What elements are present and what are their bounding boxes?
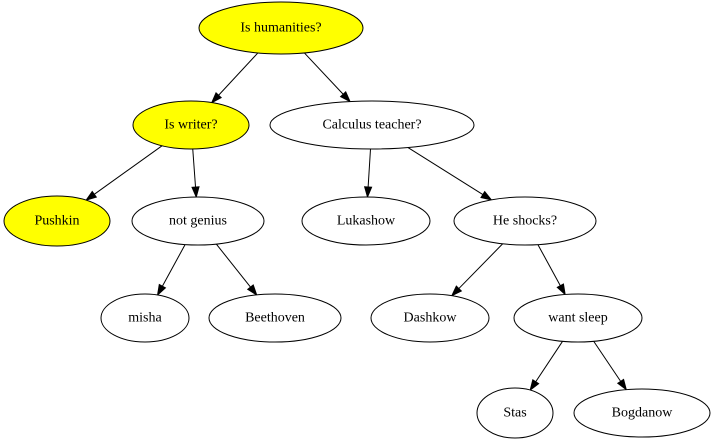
node-label: Lukashow xyxy=(337,214,396,229)
nodes-layer: Is humanities? Is writer? Calculus teacher… xyxy=(3,1,711,439)
arrowhead-icon xyxy=(363,186,373,199)
node-label: misha xyxy=(128,311,162,326)
edges-layer xyxy=(84,52,628,392)
node-label: Stas xyxy=(503,406,526,421)
node-is-writer: Is writer? xyxy=(132,100,250,150)
node-lukashow: Lukashow xyxy=(301,196,431,246)
arrowhead-icon xyxy=(339,91,352,103)
edge-he_shocks-to-dashkow xyxy=(450,243,504,297)
node-ellipse xyxy=(370,293,490,343)
arrowhead-icon xyxy=(556,283,566,296)
edge-calculus_teacher-to-lukashow xyxy=(363,148,373,199)
node-ellipse xyxy=(208,293,342,343)
edge-not_genius-to-misha xyxy=(156,244,186,297)
node-ellipse xyxy=(573,388,711,438)
node-label: He shocks? xyxy=(493,214,557,229)
node-label: Dashkow xyxy=(404,311,458,326)
node-misha: misha xyxy=(100,293,190,343)
node-dashkow: Dashkow xyxy=(370,293,490,343)
edge-want_sleep-to-bogdanow xyxy=(593,340,628,391)
node-he-shocks: He shocks? xyxy=(453,196,597,246)
node-label: Is humanities? xyxy=(240,21,321,36)
node-label: not genius xyxy=(169,214,227,229)
edge-is_writer-to-not_genius xyxy=(191,148,200,199)
node-ellipse xyxy=(198,1,364,55)
arrowhead-icon xyxy=(210,92,223,104)
arrowhead-icon xyxy=(529,379,540,392)
node-want-sleep: want sleep xyxy=(513,293,643,343)
edge-line xyxy=(215,243,251,288)
edge-line xyxy=(535,341,563,383)
edge-he_shocks-to-want_sleep xyxy=(537,244,566,296)
node-label: Bogdanow xyxy=(612,406,674,421)
node-label: Calculus teacher? xyxy=(322,118,421,133)
node-label: Is writer? xyxy=(164,118,217,133)
node-is-humanities: Is humanities? xyxy=(198,1,364,55)
edge-line xyxy=(161,244,186,287)
node-pushkin: Pushkin xyxy=(3,195,111,247)
arrowhead-icon xyxy=(480,190,493,201)
node-ellipse xyxy=(513,293,643,343)
node-label: Beethoven xyxy=(245,311,305,326)
arrowhead-icon xyxy=(156,283,167,297)
node-label: want sleep xyxy=(548,311,607,326)
edge-line xyxy=(192,148,197,188)
edge-line xyxy=(407,147,484,195)
node-ellipse xyxy=(476,387,554,439)
edge-is_humanities-to-is_writer xyxy=(210,52,259,104)
edge-calculus_teacher-to-he_shocks xyxy=(407,147,493,201)
edge-line xyxy=(367,148,371,188)
edge-is_writer-to-pushkin xyxy=(84,145,163,202)
arrowhead-icon xyxy=(616,378,628,391)
edge-line xyxy=(593,340,622,382)
arrowhead-icon xyxy=(450,285,463,297)
edge-not_genius-to-beethoven xyxy=(215,243,258,297)
node-ellipse xyxy=(269,100,475,150)
node-calculus-teacher: Calculus teacher? xyxy=(269,100,475,150)
edge-line xyxy=(304,52,344,95)
edge-line xyxy=(93,145,163,195)
node-label: Pushkin xyxy=(34,214,79,229)
edge-line xyxy=(458,243,504,289)
edge-is_humanities-to-calculus_teacher xyxy=(304,52,352,103)
node-ellipse xyxy=(453,196,597,246)
node-ellipse xyxy=(132,100,250,150)
node-beethoven: Beethoven xyxy=(208,293,342,343)
node-not-genius: not genius xyxy=(131,196,265,246)
edge-line xyxy=(537,244,561,286)
arrowhead-icon xyxy=(84,190,98,202)
node-ellipse xyxy=(131,196,265,246)
node-ellipse xyxy=(100,293,190,343)
node-ellipse xyxy=(301,196,431,246)
edge-want_sleep-to-stas xyxy=(529,341,563,392)
arrowhead-icon xyxy=(191,186,200,199)
node-ellipse xyxy=(3,195,111,247)
edge-line xyxy=(218,52,259,96)
arrowhead-icon xyxy=(246,284,258,297)
node-stas: Stas xyxy=(476,387,554,439)
node-bogdanow: Bogdanow xyxy=(573,388,711,438)
